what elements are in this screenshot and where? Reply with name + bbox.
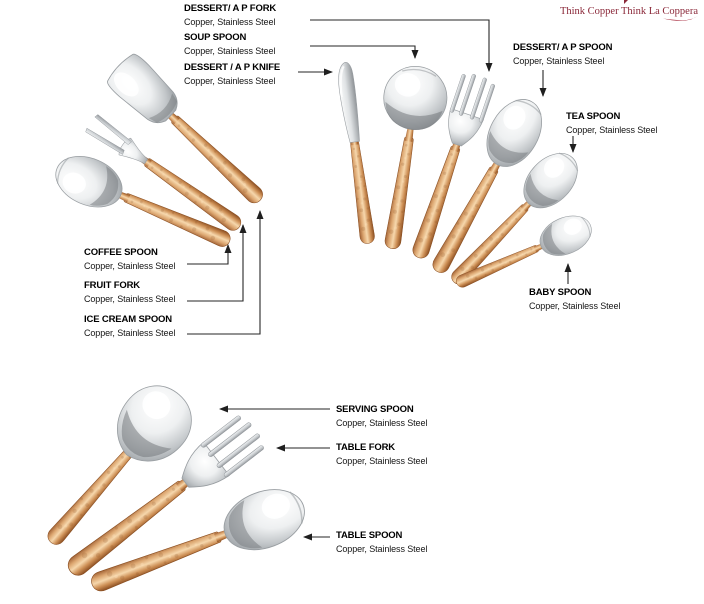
product-material: Copper, Stainless Steel	[336, 418, 428, 428]
product-material: Copper, Stainless Steel	[184, 46, 276, 56]
label-table-fork: TABLE FORK Copper, Stainless Steel	[336, 441, 427, 468]
brand-tagline: Think Copper Think La Coppera	[559, 6, 698, 21]
label-ice-cream-spoon: ICE CREAM SPOON Copper, Stainless Steel	[84, 313, 175, 340]
label-serving-spoon: SERVING SPOON Copper, Stainless Steel	[336, 403, 427, 430]
product-title: TABLE SPOON	[336, 530, 403, 541]
label-baby-spoon: BABY SPOON Copper, Stainless Steel	[529, 286, 620, 313]
product-title: DESSERT / A P KNIFE	[184, 62, 281, 73]
product-material: Copper, Stainless Steel	[184, 17, 276, 27]
product-title: DESSERT/ A P SPOON	[513, 42, 613, 53]
leader-coffee-spoon	[187, 244, 232, 265]
product-title: COFFEE SPOON	[84, 247, 158, 258]
leader-fruit-fork	[187, 224, 247, 302]
label-table-spoon: TABLE SPOON Copper, Stainless Steel	[336, 529, 427, 556]
soup-spoon-graphic	[361, 62, 452, 254]
product-material: Copper, Stainless Steel	[184, 76, 276, 86]
product-title: SOUP SPOON	[184, 32, 247, 43]
brand-tagline-text: Think Copper Think La Coppera	[559, 6, 698, 17]
product-material: Copper, Stainless Steel	[513, 56, 605, 66]
brand-logo-mark	[624, 0, 628, 4]
product-material: Copper, Stainless Steel	[336, 456, 428, 466]
product-material: Copper, Stainless Steel	[529, 301, 621, 311]
product-title: BABY SPOON	[529, 287, 592, 298]
product-material: Copper, Stainless Steel	[84, 261, 176, 271]
label-coffee-spoon: COFFEE SPOON Copper, Stainless Steel	[84, 246, 175, 273]
product-title: TABLE FORK	[336, 442, 396, 453]
leader-ice-cream-spoon	[187, 210, 264, 335]
product-material: Copper, Stainless Steel	[84, 328, 176, 338]
product-material: Copper, Stainless Steel	[336, 544, 428, 554]
product-material: Copper, Stainless Steel	[566, 125, 658, 135]
leader-dessert-ap-fork	[310, 19, 493, 72]
product-title: DESSERT/ A P FORK	[184, 3, 277, 14]
dessert-ap-knife-graphic	[336, 62, 376, 245]
label-soup-spoon: SOUP SPOON Copper, Stainless Steel	[184, 31, 275, 58]
label-dessert-ap-knife: DESSERT / A P KNIFE Copper, Stainless St…	[184, 61, 280, 88]
brand-underline-swoosh	[663, 16, 698, 21]
product-title: FRUIT FORK	[84, 280, 141, 291]
label-fruit-fork: FRUIT FORK Copper, Stainless Steel	[84, 279, 175, 306]
label-tea-spoon: TEA SPOON Copper, Stainless Steel	[566, 110, 657, 137]
product-title: SERVING SPOON	[336, 404, 414, 415]
product-title: ICE CREAM SPOON	[84, 314, 173, 325]
leader-soup-spoon	[310, 45, 419, 59]
product-title: TEA SPOON	[566, 111, 621, 122]
product-material: Copper, Stainless Steel	[84, 294, 176, 304]
label-dessert-ap-spoon: DESSERT/ A P SPOON Copper, Stainless Ste…	[513, 41, 613, 68]
label-dessert-ap-fork: DESSERT/ A P FORK Copper, Stainless Stee…	[184, 2, 276, 29]
